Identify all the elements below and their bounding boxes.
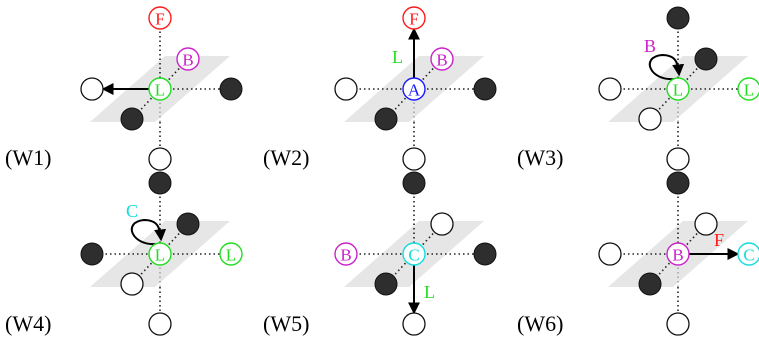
node-right-site-l: [737, 77, 759, 101]
curl-arrow: [131, 218, 167, 246]
panel-caption: (W4): [5, 311, 51, 336]
node-downleft-open-site: [638, 107, 662, 131]
node-upright-label-b: B: [182, 51, 193, 70]
panel-w3: B L L (W3): [517, 6, 759, 171]
panel-caption: (W2): [263, 145, 309, 170]
panel-caption: (W3): [517, 145, 563, 170]
panel-w5: L B C (W5): [263, 171, 497, 336]
arrow-label: L: [424, 282, 435, 302]
node-right-label-l: L: [744, 81, 754, 100]
node-right-label-c: C: [743, 246, 754, 265]
node-up-site-f: [402, 6, 426, 30]
node-upright-site-b: [430, 47, 454, 71]
node-center-site-b: [666, 242, 690, 266]
node-upright-filled-site: [694, 47, 718, 71]
node-right-label-l: L: [226, 246, 236, 265]
node-down-open-site: [148, 312, 172, 336]
node-downleft-filled-site: [638, 272, 662, 296]
node-left-site-b: [334, 242, 358, 266]
arrow-label: F: [714, 230, 724, 250]
node-center-label-a: A: [408, 81, 421, 100]
arrow-label: C: [126, 201, 138, 221]
node-up-site-f: [148, 6, 172, 30]
node-center-label-c: C: [408, 246, 419, 265]
node-downleft-open-site: [120, 272, 144, 296]
node-center-site-l: [148, 77, 172, 101]
node-upright-filled-site: [176, 212, 200, 236]
node-center-label-l: L: [673, 81, 683, 100]
node-center-label-l: L: [155, 246, 165, 265]
node-center-site-l: [666, 77, 690, 101]
node-downleft-filled-site: [374, 107, 398, 131]
node-up-label-f: F: [409, 10, 418, 29]
panel-w4: C L L (W4): [5, 171, 243, 336]
node-up-filled-site: [666, 171, 690, 195]
node-left-open-site: [598, 77, 622, 101]
node-center-site-l: [148, 242, 172, 266]
node-up-filled-site: [666, 6, 690, 30]
node-right-filled-site: [473, 242, 497, 266]
node-left-filled-site: [80, 242, 104, 266]
node-downleft-filled-site: [374, 272, 398, 296]
node-upright-open-site: [694, 212, 718, 236]
panel-caption: (W1): [5, 145, 51, 170]
node-down-open-site: [402, 312, 426, 336]
node-center-site-a: [402, 77, 426, 101]
arrow-label: B: [644, 36, 656, 56]
panel-w2: LF BA (W2): [263, 6, 497, 171]
node-up-filled-site: [148, 171, 172, 195]
node-up-filled-site: [402, 171, 426, 195]
curl-arrow: [649, 53, 685, 81]
panel-w6: FC B (W6): [517, 171, 759, 336]
arrow-label: L: [392, 47, 403, 67]
node-up-label-f: F: [155, 10, 164, 29]
node-upright-site-b: [176, 47, 200, 71]
node-right-site-l: [219, 242, 243, 266]
node-center-label-l: L: [155, 81, 165, 100]
node-right-filled-site: [473, 77, 497, 101]
node-right-site-c: [737, 242, 759, 266]
node-down-open-site: [402, 147, 426, 171]
node-left-open-site: [334, 77, 358, 101]
node-upright-open-site: [430, 212, 454, 236]
node-left-open-site: [598, 242, 622, 266]
node-right-filled-site: [219, 77, 243, 101]
node-center-site-c: [402, 242, 426, 266]
node-center-label-b: B: [672, 246, 683, 265]
panel-w1: F BL (W1): [5, 6, 243, 171]
node-upright-label-b: B: [436, 51, 447, 70]
node-down-open-site: [148, 147, 172, 171]
node-down-open-site: [666, 147, 690, 171]
node-down-open-site: [666, 312, 690, 336]
panel-caption: (W6): [517, 311, 563, 336]
node-left-open-site: [80, 77, 104, 101]
node-downleft-filled-site: [120, 107, 144, 131]
node-left-label-b: B: [340, 246, 351, 265]
panel-caption: (W5): [263, 311, 309, 336]
